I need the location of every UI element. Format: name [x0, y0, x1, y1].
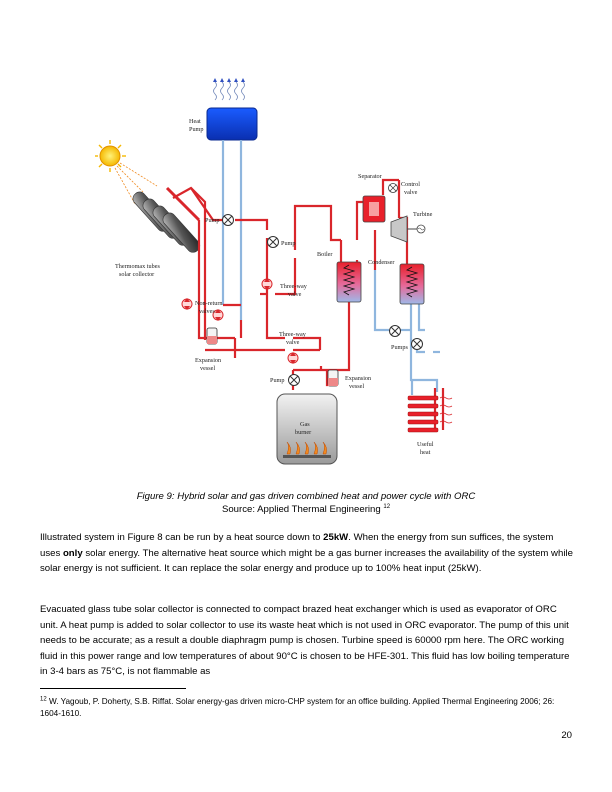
paragraph-1-bold-25kw: 25kW: [323, 532, 349, 543]
figure-caption-title: Figure 9: Hybrid solar and gas driven co…: [136, 491, 476, 502]
thermomax-label-line2: solar collector: [119, 271, 154, 278]
figure-caption: Figure 9: Hybrid solar and gas driven co…: [40, 491, 572, 503]
paragraph-1-bold-only: only: [62, 547, 83, 559]
gas-burner-label-line2: burner: [295, 429, 311, 436]
pump-icon: [267, 236, 279, 248]
three-way-valve2-label-line2: valve: [286, 339, 300, 346]
expansion-vessel-right-label-line1: Expansion: [345, 375, 371, 382]
turbine-icon: [390, 215, 426, 243]
useful-heat-radiator: [407, 395, 453, 433]
pump-icon: [222, 214, 234, 226]
control-valve-label-line2: valve: [404, 189, 418, 196]
condenser-label: Condenser: [368, 259, 394, 266]
page-number: 20: [561, 730, 572, 741]
gas-burner: [276, 393, 338, 465]
three-way-valve-label-line2: valve: [288, 291, 302, 298]
condenser-heat-exchanger: [399, 263, 425, 305]
separator-vessel: [362, 195, 386, 223]
boiler-heat-exchanger: [336, 261, 362, 303]
heat-pump-label-line2: Pump: [189, 126, 203, 133]
heat-pump-unit: [206, 78, 258, 141]
body-paragraph-2: Evacuated glass tube solar collector is …: [40, 604, 570, 678]
footnote-mark: 12: [40, 696, 47, 703]
footnote-separator: [40, 688, 186, 689]
pump-label-mid: Pump: [281, 240, 295, 247]
pump-label-bottom: Pump: [270, 377, 284, 384]
useful-heat-label-line1: Useful: [417, 441, 434, 448]
footnote: 12 W. Yagoub, P. Doherty, S.B. Riffat. S…: [40, 696, 574, 719]
pump-label-top: Pump: [205, 217, 219, 224]
footnote-reference: 12: [383, 503, 391, 510]
expansion-vessel-left-label-line1: Expansion: [195, 357, 221, 364]
paragraph-1-text-b: . When the energy from sun suffices, the…: [40, 532, 554, 559]
boiler-label: Boiler: [317, 251, 332, 258]
non-return-label-line1: Non-return: [195, 300, 223, 307]
figure-source: Source: Applied Thermal Engineering 12: [40, 504, 572, 516]
expansion-vessel-right-label-line2: vessel: [349, 383, 364, 390]
cold-pipes: [221, 140, 440, 395]
paragraph-1-text-a: Illustrated system in Figure 8 can be ru…: [40, 532, 324, 543]
control-valve-label-line1: Control: [401, 181, 420, 188]
non-return-label-line2: valves: [199, 308, 215, 315]
three-way-valve2-label-line1: Three-way: [279, 331, 307, 338]
valve-symbols: [181, 278, 299, 364]
expansion-vessel-right: [327, 369, 339, 387]
three-way-valve-label-line1: Three-way: [280, 283, 308, 290]
heat-pump-label-line1: Heat: [189, 118, 201, 125]
pump-icon: [389, 325, 401, 337]
pumps-label: Pumps: [391, 344, 408, 351]
thermomax-label-line1: Thermomax tubes: [115, 263, 160, 270]
useful-heat-label-line2: heat: [420, 449, 431, 456]
sun-icon: [95, 140, 158, 205]
separator-label: Separator: [358, 173, 382, 180]
hybrid-chp-orc-diagram: Thermomax tubes solar collector Heat Pum…: [95, 78, 453, 465]
pump-icon: [288, 374, 300, 386]
expansion-vessel-left: [206, 327, 218, 345]
pump-symbols: [222, 214, 423, 386]
gas-burner-label-line1: Gas: [300, 421, 310, 428]
expansion-vessel-left-label-line2: vessel: [200, 365, 215, 372]
pump-icon: [411, 338, 423, 350]
thermomax-solar-collector: [132, 186, 201, 253]
hot-pipes: [172, 178, 445, 430]
body-paragraph-1: Illustrated system in Figure 8 can be ru…: [40, 530, 574, 577]
paragraph-1-text-c: solar energy. The alternative heat sourc…: [40, 547, 573, 575]
turbine-label: Turbine: [413, 211, 433, 218]
control-valve-icon: [388, 183, 398, 193]
footnote-text: W. Yagoub, P. Doherty, S.B. Riffat. Sola…: [40, 697, 555, 718]
figure-source-text: Source: Applied Thermal Engineering: [221, 504, 384, 515]
